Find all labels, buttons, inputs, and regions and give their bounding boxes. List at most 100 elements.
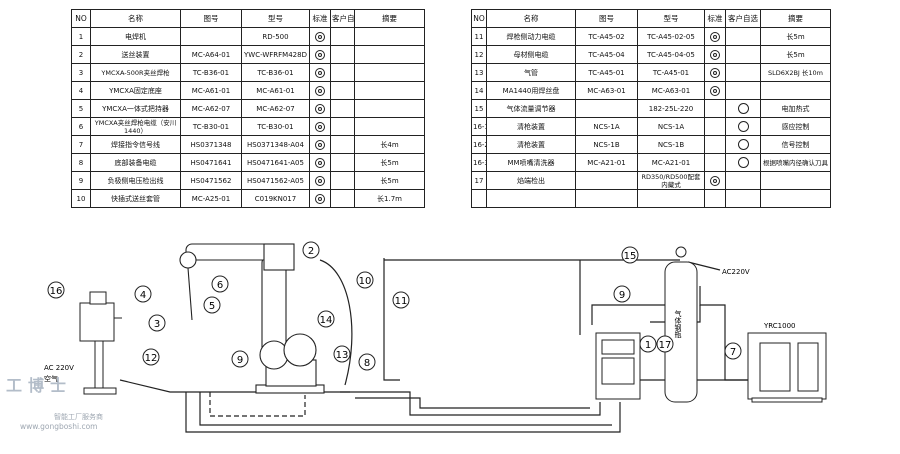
callout-16: 16 [47,281,65,299]
callout-5: 5 [203,296,221,314]
callout-2: 2 [302,241,320,259]
svg-text:12: 12 [145,353,158,364]
standard-circle-icon [315,175,325,186]
svg-text:4: 4 [140,290,146,301]
svg-text:1: 1 [645,340,651,351]
gas-cylinder [664,246,698,403]
standard-circle-icon [315,157,325,168]
standard-circle-icon [315,121,325,132]
standard-mark [309,63,331,82]
optional-circle-icon [737,121,749,132]
callout-9-left: 9 [231,350,249,368]
svg-text:8: 8 [364,358,370,369]
svg-text:2: 2 [308,246,314,257]
note [760,189,831,208]
standard-circle-icon [710,49,720,60]
optional-circle-icon [737,139,749,150]
dashed-signal-line [209,392,306,417]
note: 长1.7m [354,189,425,208]
drawing-number: MC-A25-01 [180,189,242,208]
ac220v-label-right: AC220V [722,268,750,276]
standard-circle-icon [315,67,325,78]
callout-10: 10 [356,271,374,289]
svg-text:10: 10 [359,276,372,287]
standard-circle-icon [710,85,720,96]
standard-circle-icon [710,31,720,42]
svg-text:15: 15 [624,251,637,262]
callout-14: 14 [317,310,335,328]
gas-cylinder-label: 气体钢瓶 [674,309,682,339]
svg-text:7: 7 [730,347,736,358]
callout-13: 13 [333,345,351,363]
table-row [471,189,831,208]
standard-circle-icon [315,31,325,42]
callout-6: 6 [211,275,229,293]
watermark-url: www.gongboshi.com [20,422,98,431]
callout-8: 8 [358,353,376,371]
standard-circle-icon [315,103,325,114]
callout-7: 7 [724,342,742,360]
callout-1: 1 [639,335,657,353]
welding-robot [179,243,325,394]
watermark-tagline: 智能工厂服务商 [54,413,103,421]
callout-9-right: 9 [613,285,631,303]
svg-text:11: 11 [395,296,408,307]
air-label: 空气 [44,374,58,383]
standard-circle-icon [710,67,720,78]
svg-text:6: 6 [217,280,223,291]
standard-circle-icon [710,175,720,186]
watermark-logo: 工博士 [6,376,73,395]
robot-controller [747,332,827,403]
standard-circle-icon [315,193,325,204]
torch-cleaner-device [79,291,122,395]
cable-bundle [185,391,621,433]
callout-17: 17 [656,335,674,353]
svg-text:3: 3 [154,319,160,330]
svg-text:5: 5 [209,301,215,312]
optional-circle-icon [737,157,749,168]
cable-10 [319,259,353,386]
callout-11: 11 [392,291,410,309]
callout-15: 15 [621,246,639,264]
ac-line-right [687,261,721,271]
watermark: 工博士 智能工厂服务商 www.gongboshi.com [6,372,151,432]
wire-feeder-cabinet [595,332,641,400]
standard-mark [309,189,331,208]
svg-text:17: 17 [659,340,672,351]
svg-text:16: 16 [50,286,63,297]
callout-12: 12 [142,348,160,366]
callout-3: 3 [148,314,166,332]
svg-text:9: 9 [619,290,625,301]
standard-circle-icon [315,49,325,60]
svg-text:14: 14 [320,315,333,326]
cable-11 [383,258,400,381]
controller-model-label: YRC1000 [763,322,796,330]
standard-circle-icon [315,85,325,96]
gas-hose [591,304,680,325]
optional-circle-icon [737,103,749,114]
ac220v-label-left: AC 220V [44,364,74,372]
svg-text:13: 13 [336,350,349,361]
callout-4: 4 [134,285,152,303]
svg-text:9: 9 [237,355,243,366]
standard-mark [309,153,331,172]
